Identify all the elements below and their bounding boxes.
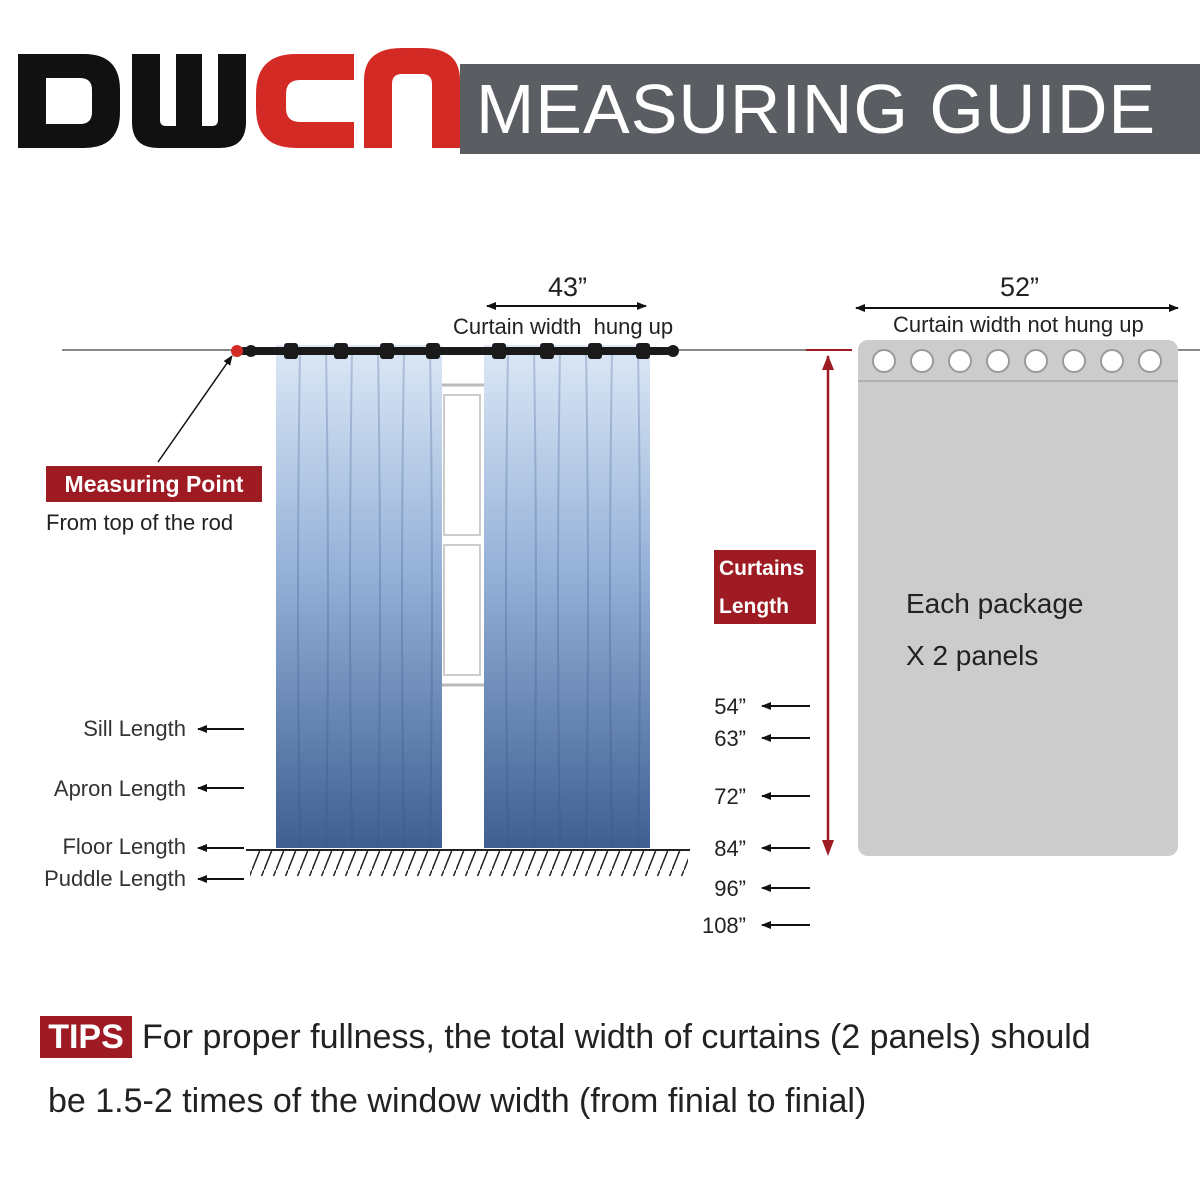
length-option-108: 108” xyxy=(701,913,746,938)
curtain-rod xyxy=(231,343,679,359)
package-text-line1: Each package xyxy=(906,588,1084,619)
length-option-72: 72” xyxy=(714,784,746,809)
page-title: MEASURING GUIDE xyxy=(460,64,1200,154)
hung-width-value: 43” xyxy=(548,272,588,302)
length-option-54: 54” xyxy=(714,694,746,719)
length-option-arrows xyxy=(761,702,810,929)
measuring-point-pointer xyxy=(157,355,233,463)
dwcn-logo xyxy=(18,48,460,148)
tips-text-line2: be 1.5-2 times of the window width (from… xyxy=(48,1082,867,1120)
flat-curtain-panel xyxy=(858,340,1178,856)
sill-length-label: Sill Length xyxy=(83,716,186,741)
curtains-length-arrow xyxy=(822,355,834,856)
floor-length-label: Floor Length xyxy=(62,834,186,859)
length-type-arrows xyxy=(197,725,244,883)
tips-badge: TIPS xyxy=(40,1016,132,1058)
left-curtain-panel xyxy=(276,345,442,848)
curtains-length-line1: Curtains xyxy=(719,557,805,580)
length-option-96: 96” xyxy=(714,876,746,901)
flat-width-value: 52” xyxy=(1000,272,1040,302)
measuring-point-badge: Measuring Point xyxy=(46,466,262,502)
window-frame xyxy=(434,383,490,687)
package-text-line2: X 2 panels xyxy=(906,640,1039,671)
length-option-84: 84” xyxy=(714,836,746,861)
tips-text-line1: For proper fullness, the total width of … xyxy=(142,1018,1091,1056)
puddle-length-label: Puddle Length xyxy=(44,866,186,891)
right-curtain-panel xyxy=(484,345,650,848)
curtains-length-line2: Length xyxy=(719,595,789,618)
length-option-63: 63” xyxy=(714,726,746,751)
curtains-length-badge: Curtains Length xyxy=(714,550,816,624)
measuring-point-note: From top of the rod xyxy=(46,510,234,535)
floor xyxy=(246,849,690,876)
apron-length-label: Apron Length xyxy=(53,776,186,801)
flat-width-caption: Curtain width not hung up xyxy=(893,312,1144,337)
hung-width-caption: Curtain width hung up xyxy=(453,314,674,339)
